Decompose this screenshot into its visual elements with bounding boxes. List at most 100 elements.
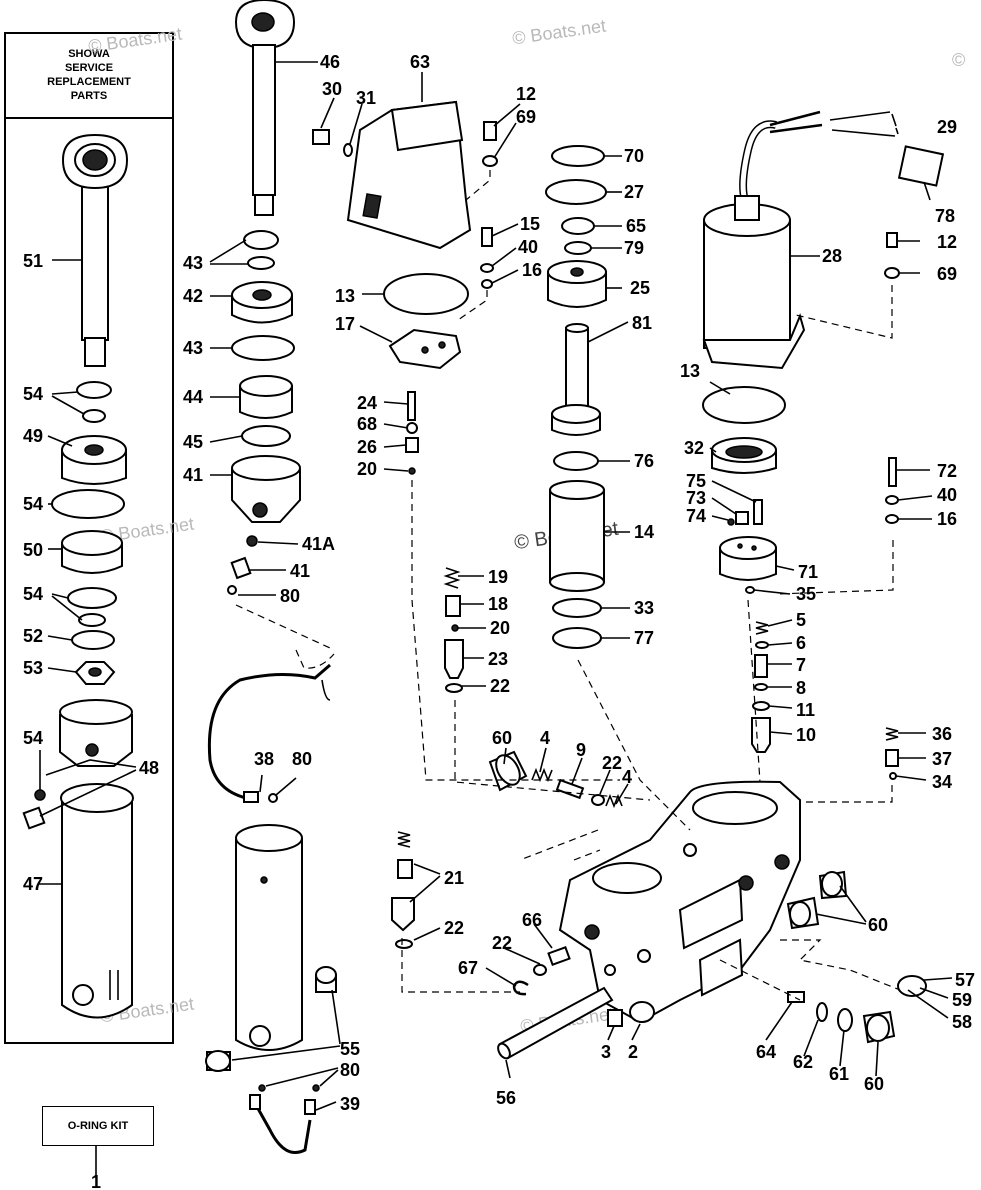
callout: 80 (280, 586, 300, 606)
washer-2 (629, 1001, 655, 1023)
callout: 2 (628, 1042, 638, 1062)
callout: 77 (634, 628, 654, 648)
callout: 19 (488, 567, 508, 587)
o-ring-kit-box: O-RING KIT (42, 1106, 154, 1146)
callout: 53 (23, 658, 43, 678)
callout: 1 (91, 1172, 101, 1190)
callout: 4 (622, 767, 632, 787)
showa-header-divider (4, 117, 174, 119)
fitting-3 (607, 1009, 623, 1027)
o-ring-54 (78, 613, 106, 627)
o-ring-43 (231, 335, 295, 361)
ball-20 (408, 467, 416, 475)
callout: 81 (632, 313, 652, 333)
callout: 35 (796, 584, 816, 604)
showa-parts-box (4, 32, 174, 1044)
callout: 27 (624, 182, 644, 202)
callout: 31 (356, 88, 376, 108)
callout: 62 (793, 1052, 813, 1072)
callout: 78 (935, 206, 955, 226)
o-ring-79 (564, 241, 592, 255)
spring-4 (531, 767, 553, 783)
cylinder-55 (235, 824, 303, 1051)
wire-29 (769, 110, 823, 134)
o-ring-54 (51, 489, 125, 519)
motor-28 (702, 120, 806, 370)
callout: 12 (937, 232, 957, 252)
callout: 59 (952, 990, 972, 1010)
callout: 54 (23, 728, 43, 748)
valve-60 (862, 1010, 896, 1044)
washer-69 (884, 267, 900, 279)
o-ring-6 (755, 641, 769, 649)
motor-mount-63 (346, 100, 472, 250)
washer-69 (482, 155, 498, 167)
callout: 28 (822, 246, 842, 266)
callout: 23 (488, 649, 508, 669)
callout: 10 (796, 725, 816, 745)
o-ring-35 (745, 586, 755, 594)
callout: 79 (624, 238, 644, 258)
o-ring-80 (312, 1084, 320, 1092)
ball-20 (451, 624, 459, 632)
callout: 34 (932, 772, 952, 792)
o-ring-22 (591, 794, 605, 806)
callout: 22 (492, 933, 512, 953)
callout: 66 (522, 910, 542, 930)
valve-60 (488, 750, 528, 792)
rod-81 (551, 323, 601, 436)
callout: 54 (23, 584, 43, 604)
o-ring-13 (702, 386, 786, 424)
o-ring-13 (383, 273, 469, 315)
o-ring-80 (268, 793, 278, 803)
valve-66 (547, 946, 571, 966)
cylinder-head-41 (231, 455, 301, 523)
spring-36 (885, 727, 899, 741)
piston-50 (61, 530, 123, 574)
callout: 64 (756, 1042, 776, 1062)
callout: 26 (357, 437, 377, 457)
plate-17 (388, 328, 462, 370)
leader-lines (38, 61, 953, 1178)
assembly-lines (235, 170, 901, 1001)
callout: 25 (630, 278, 650, 298)
washer-40 (480, 263, 494, 273)
callout: 12 (516, 84, 536, 104)
callout: 75 (686, 471, 706, 491)
callout: 48 (139, 758, 159, 778)
fitting-38 (243, 791, 259, 803)
valve-21 (391, 897, 415, 932)
callout: 13 (335, 286, 355, 306)
valve-10 (751, 717, 771, 753)
screw-30 (312, 129, 330, 145)
ball-34 (889, 772, 897, 780)
spring-21 (397, 831, 411, 848)
callout: 69 (516, 107, 536, 127)
washer-40 (885, 495, 899, 505)
callout: 37 (932, 749, 952, 769)
callout: 69 (937, 264, 957, 284)
callout: 6 (796, 633, 806, 653)
callout: 45 (183, 432, 203, 452)
callout: 43 (183, 338, 203, 358)
washer-16 (885, 514, 899, 524)
cap-42 (231, 281, 293, 324)
o-ring-22 (533, 964, 547, 976)
callout: 11 (796, 700, 815, 720)
callout: 63 (410, 52, 430, 72)
cylinder-47 (60, 783, 134, 1019)
callout: 58 (952, 1012, 972, 1032)
piston-44 (239, 375, 293, 419)
o-ring-27 (545, 179, 607, 205)
callout: 4 (540, 728, 550, 748)
callout: 16 (937, 509, 957, 529)
callout: 60 (492, 728, 512, 748)
watermark: © (952, 50, 966, 70)
hose-39 (249, 1094, 316, 1154)
callout: 22 (490, 676, 510, 696)
o-ring-77 (552, 627, 602, 649)
o-ring-54-small (34, 789, 46, 801)
callout: 44 (183, 387, 203, 407)
callout: 76 (634, 451, 654, 471)
screw-64 (787, 991, 805, 1003)
